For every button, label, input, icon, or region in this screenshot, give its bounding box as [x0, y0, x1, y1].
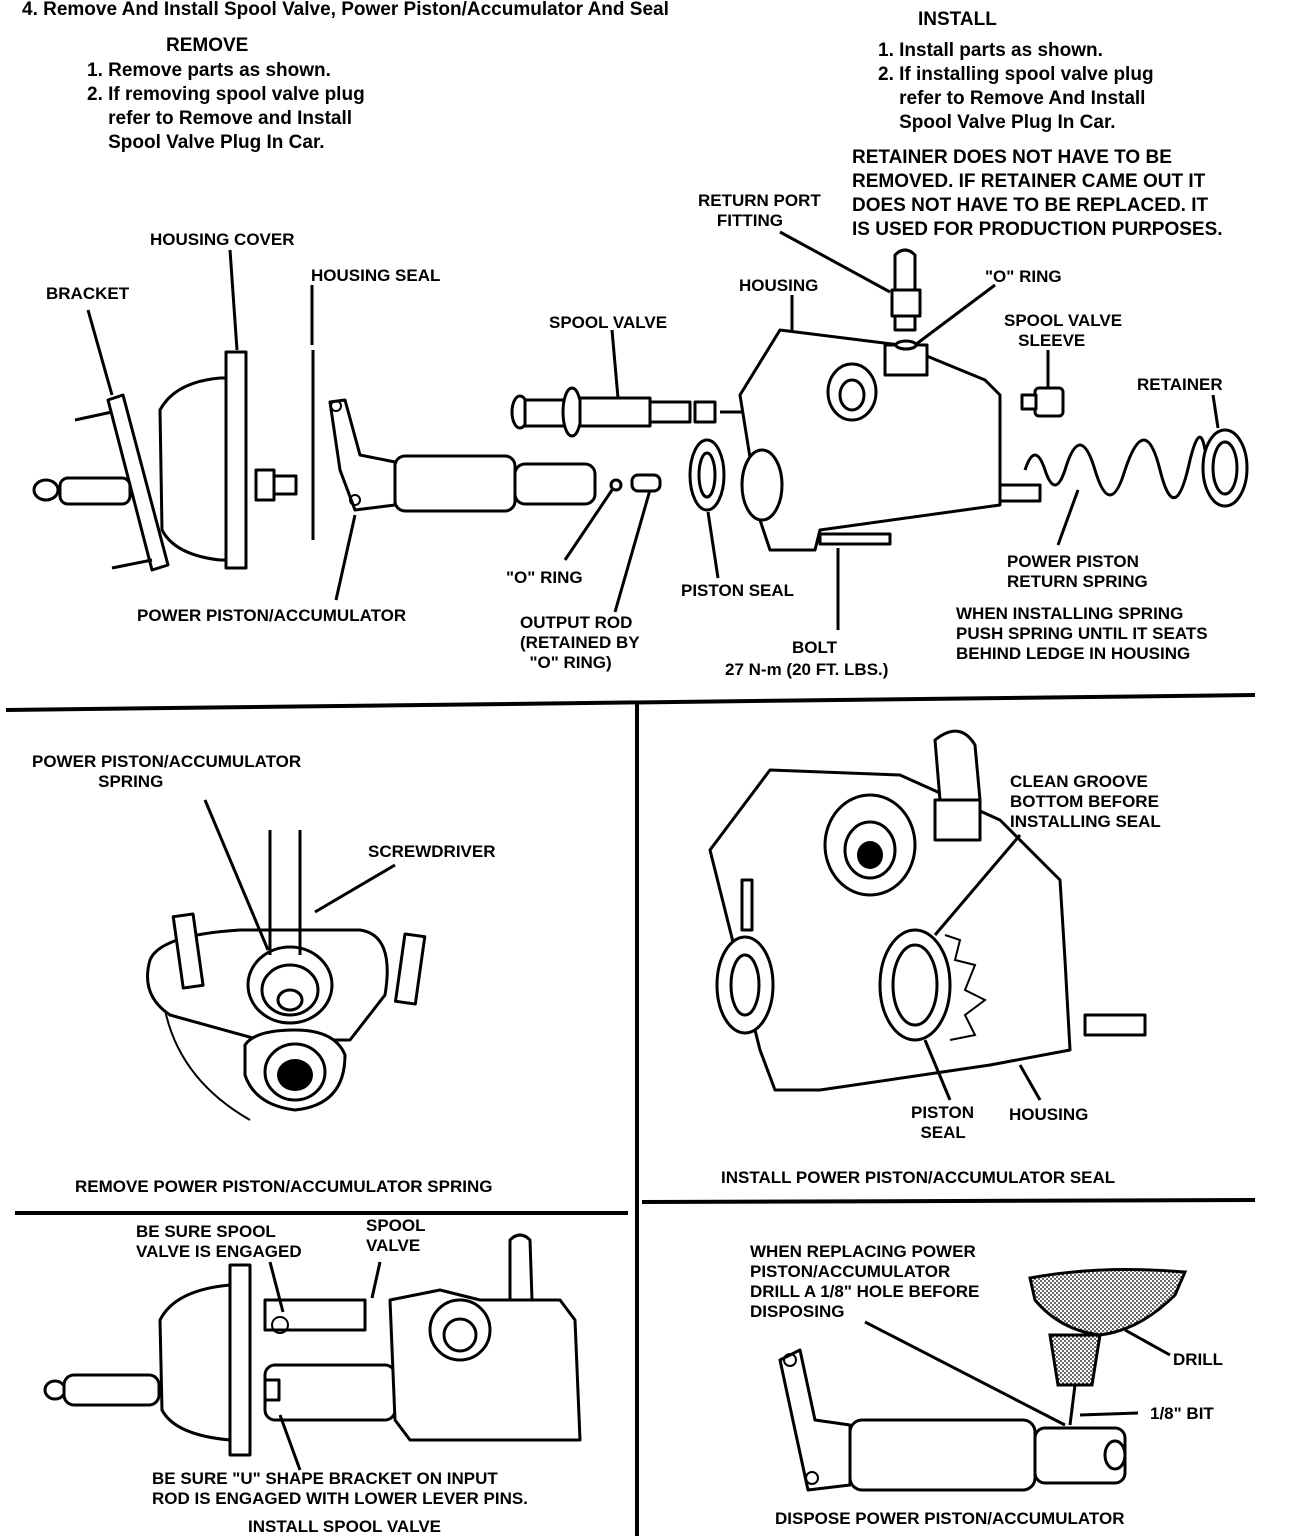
- panel-dividers: [5, 693, 1256, 1536]
- remove-step-2: 2. If removing spool valve plug refer to…: [87, 84, 365, 153]
- label-piston-seal-panel: PISTON SEAL: [911, 1103, 974, 1142]
- label-clean-groove: CLEAN GROOVE BOTTOM BEFORE INSTALLING SE…: [1010, 772, 1161, 831]
- return-port-fitting-drawing: [890, 248, 922, 351]
- label-drill: DRILL: [1173, 1350, 1224, 1369]
- piston-seal-drawing: [688, 438, 726, 512]
- caption-remove-spring: REMOVE POWER PISTON/ACCUMULATOR SPRING: [75, 1177, 493, 1196]
- install-step-2: 2. If installing spool valve plug refer …: [878, 64, 1154, 133]
- bracket-drawing: [32, 393, 170, 572]
- install-heading: INSTALL: [918, 9, 997, 30]
- label-spring-note: WHEN INSTALLING SPRING PUSH SPRING UNTIL…: [956, 604, 1208, 663]
- label-o-ring-mid: "O" RING: [506, 568, 583, 587]
- label-housing-seal: HOUSING SEAL: [311, 266, 441, 285]
- install-spool-valve-drawing: [43, 1233, 582, 1471]
- label-dispose-note: WHEN REPLACING POWER PISTON/ACCUMULATOR …: [750, 1242, 980, 1321]
- exploded-leader-lines: [86, 230, 1220, 630]
- label-spool-valve: SPOOL VALVE: [549, 313, 668, 332]
- housing-drawing: [738, 328, 1042, 552]
- label-spool-valve-panel: SPOOL VALVE: [366, 1216, 426, 1255]
- label-retainer: RETAINER: [1137, 375, 1223, 394]
- label-power-piston-spring: POWER PISTON/ACCUMULATOR SPRING: [32, 752, 302, 791]
- install-seal-drawing: [708, 729, 1147, 1101]
- dispose-drawing: [778, 1268, 1188, 1492]
- label-bolt: BOLT: [792, 638, 838, 657]
- label-spool-valve-sleeve: SPOOL VALVE SLEEVE: [1004, 311, 1123, 350]
- power-piston-accumulator-drawing: [328, 398, 597, 513]
- label-bolt-torque: 27 N-m (20 FT. LBS.): [725, 660, 889, 679]
- label-piston-seal: PISTON SEAL: [681, 581, 795, 600]
- output-rod-drawing: [609, 473, 662, 493]
- label-housing-cover: HOUSING COVER: [150, 230, 295, 249]
- spool-valve-drawing: [510, 386, 770, 438]
- install-step-1: 1. Install parts as shown.: [878, 40, 1103, 61]
- label-o-ring-top: "O" RING: [985, 267, 1062, 286]
- remove-heading: REMOVE: [166, 35, 249, 56]
- remove-step-1: 1. Remove parts as shown.: [87, 60, 331, 81]
- label-screwdriver: SCREWDRIVER: [368, 842, 496, 861]
- label-bracket: BRACKET: [46, 284, 130, 303]
- caption-dispose: DISPOSE POWER PISTON/ACCUMULATOR: [775, 1509, 1125, 1528]
- caption-install-spool-valve: INSTALL SPOOL VALVE: [248, 1517, 442, 1536]
- label-housing-panel: HOUSING: [1009, 1105, 1089, 1124]
- housing-cover-drawing: [158, 350, 298, 570]
- label-power-piston-return-spring: POWER PISTON RETURN SPRING: [1007, 552, 1148, 591]
- label-power-piston-accumulator: POWER PISTON/ACCUMULATOR: [137, 606, 407, 625]
- page-title: 4. Remove And Install Spool Valve, Power…: [22, 0, 669, 20]
- label-u-bracket: BE SURE "U" SHAPE BRACKET ON INPUT ROD I…: [152, 1469, 528, 1508]
- remove-spring-drawing: [146, 799, 427, 1121]
- label-output-rod: OUTPUT ROD (RETAINED BY "O" RING): [520, 613, 640, 672]
- label-bit: 1/8" BIT: [1150, 1404, 1214, 1423]
- retainer-drawing: [1201, 428, 1249, 508]
- retainer-note: RETAINER DOES NOT HAVE TO BE REMOVED. IF…: [852, 147, 1223, 240]
- caption-install-seal: INSTALL POWER PISTON/ACCUMULATOR SEAL: [721, 1168, 1116, 1187]
- spool-valve-sleeve-drawing: [1020, 386, 1065, 418]
- label-return-port-fitting: RETURN PORT FITTING: [698, 191, 821, 230]
- label-housing: HOUSING: [739, 276, 819, 295]
- label-be-sure-spool: BE SURE SPOOL VALVE IS ENGAGED: [136, 1222, 302, 1261]
- return-spring-drawing: [1023, 435, 1207, 499]
